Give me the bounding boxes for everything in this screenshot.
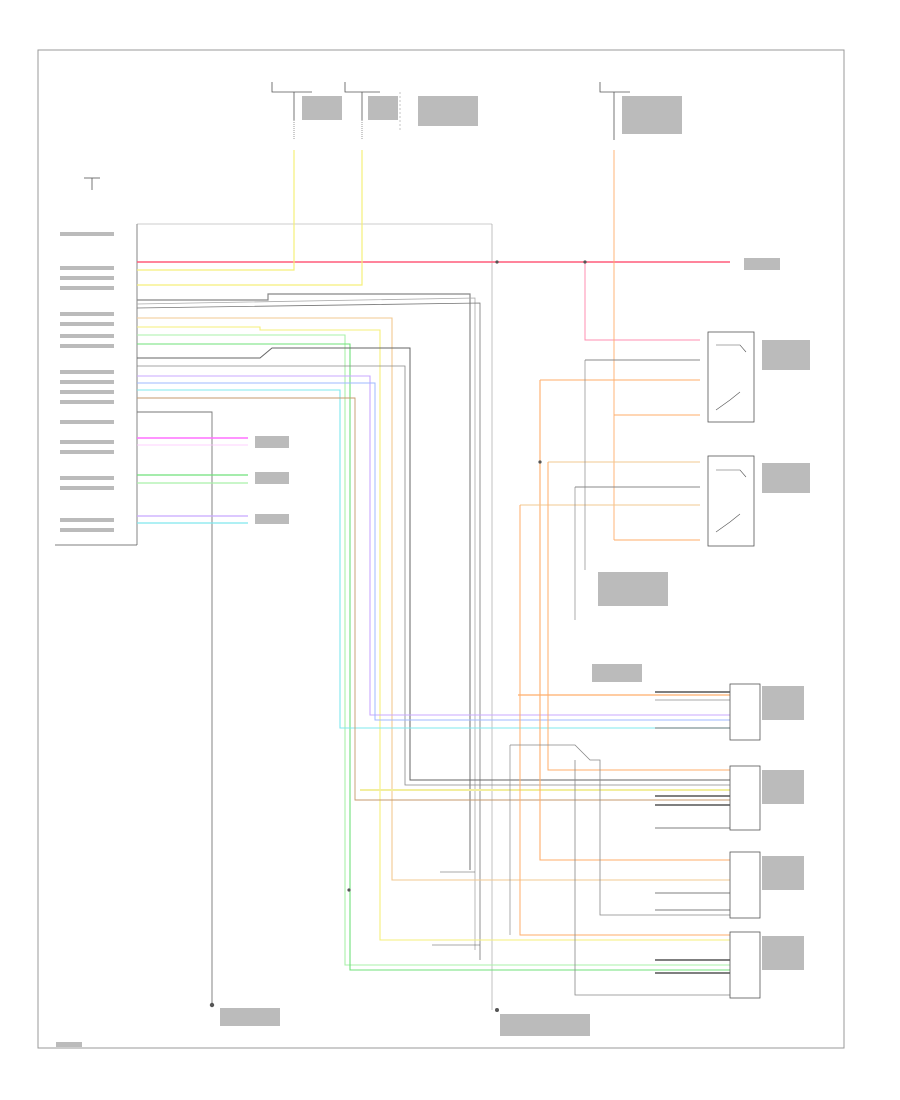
relay-upper [707,331,755,423]
wire-cyan-harness [137,389,730,729]
diagram-frame [37,49,845,1049]
fuse-block-right [599,82,630,140]
wire-orange-relay [518,379,730,936]
wire-yellow-harness [137,326,730,941]
wire-ground-drop [137,411,215,1008]
module-rf [655,683,761,741]
module-connector [84,177,493,1010]
fuse-block-center [344,82,401,140]
relay-lower [707,455,755,547]
wire-yellow-fuse [137,150,363,286]
splice-bottom-center [347,260,587,1012]
wire-dark-harness [137,347,730,786]
wire-green-harness [137,334,730,971]
module-lf [655,765,761,831]
module-lr [655,851,761,919]
fuse-block-left [271,82,312,140]
wire-gray-bundle [136,293,481,960]
wire-tan-harness [137,317,730,881]
wire-violet-harness [137,375,730,721]
wire-gray-relay [509,359,730,996]
wire-brown-harness [137,397,730,801]
wire-magenta-stub [137,437,248,446]
wire-blue-stub [137,515,248,524]
module-rr [655,931,761,999]
illegible-labels [56,96,810,1047]
wire-green-stub [137,474,248,484]
wire-red-main [137,261,730,341]
